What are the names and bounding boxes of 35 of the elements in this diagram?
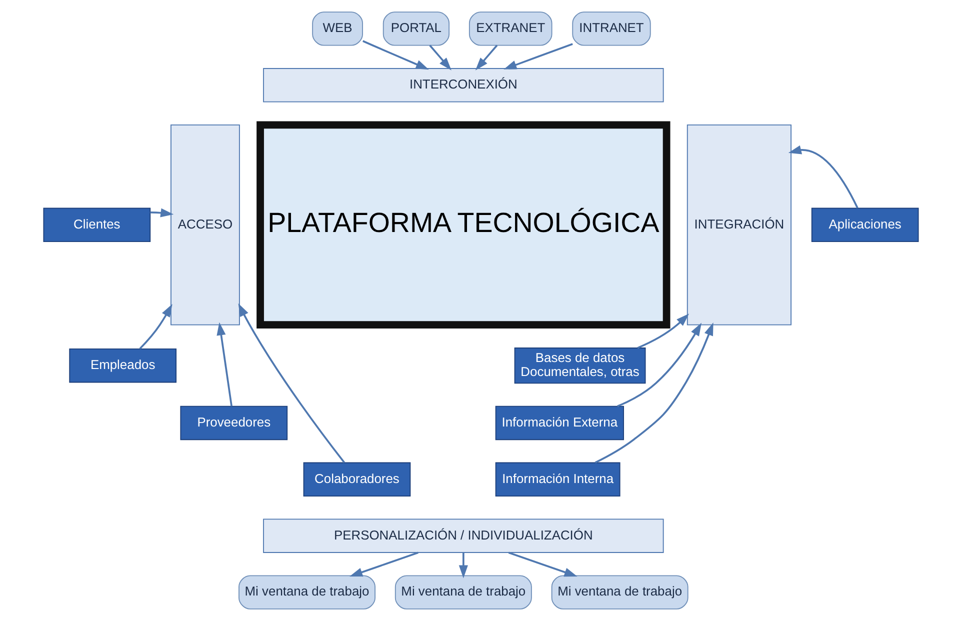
node-box: PORTAL [382, 12, 450, 46]
node-box: Información Externa [494, 406, 624, 440]
node-box: WEB [312, 12, 362, 46]
arrow [503, 43, 572, 70]
node-box: Clientes [42, 208, 150, 242]
node-box: INTRANET [572, 12, 650, 46]
node-box: Colaboradores [302, 462, 410, 497]
arrow [788, 145, 858, 208]
arrow [508, 552, 577, 577]
node-box: Aplicaciones [810, 208, 918, 242]
arrow [150, 208, 174, 218]
node-box: Mi ventana de trabajo [238, 575, 375, 610]
node-box: Mi ventana de trabajo [394, 575, 532, 610]
arrow [362, 40, 428, 70]
node-box: INTERCONEXIÓN [262, 68, 664, 102]
arrow [138, 304, 172, 350]
arrow [458, 552, 468, 578]
arrow [238, 303, 345, 464]
arrow [349, 552, 418, 577]
node-box: Bases de datos Documentales, otras [514, 348, 646, 384]
arrow [616, 322, 702, 408]
node-box: INTEGRACIÓN [686, 124, 791, 326]
arrow [594, 322, 713, 464]
node-box: ACCESO [170, 124, 240, 326]
arrow [636, 314, 689, 349]
node-box: PLATAFORMA TECNOLÓGICA [256, 121, 670, 329]
node-box: Proveedores [180, 406, 288, 440]
arrow [216, 322, 232, 406]
node-box: Información Interna [494, 462, 620, 497]
node-box: EXTRANET [468, 12, 552, 46]
node-box: PERSONALIZACIÓN / INDIVIDUALIZACIÓN [262, 518, 664, 553]
node-box: Empleados [68, 348, 176, 383]
arrow [428, 44, 451, 70]
node-box: Mi ventana de trabajo [550, 575, 688, 610]
arrow [474, 44, 498, 70]
